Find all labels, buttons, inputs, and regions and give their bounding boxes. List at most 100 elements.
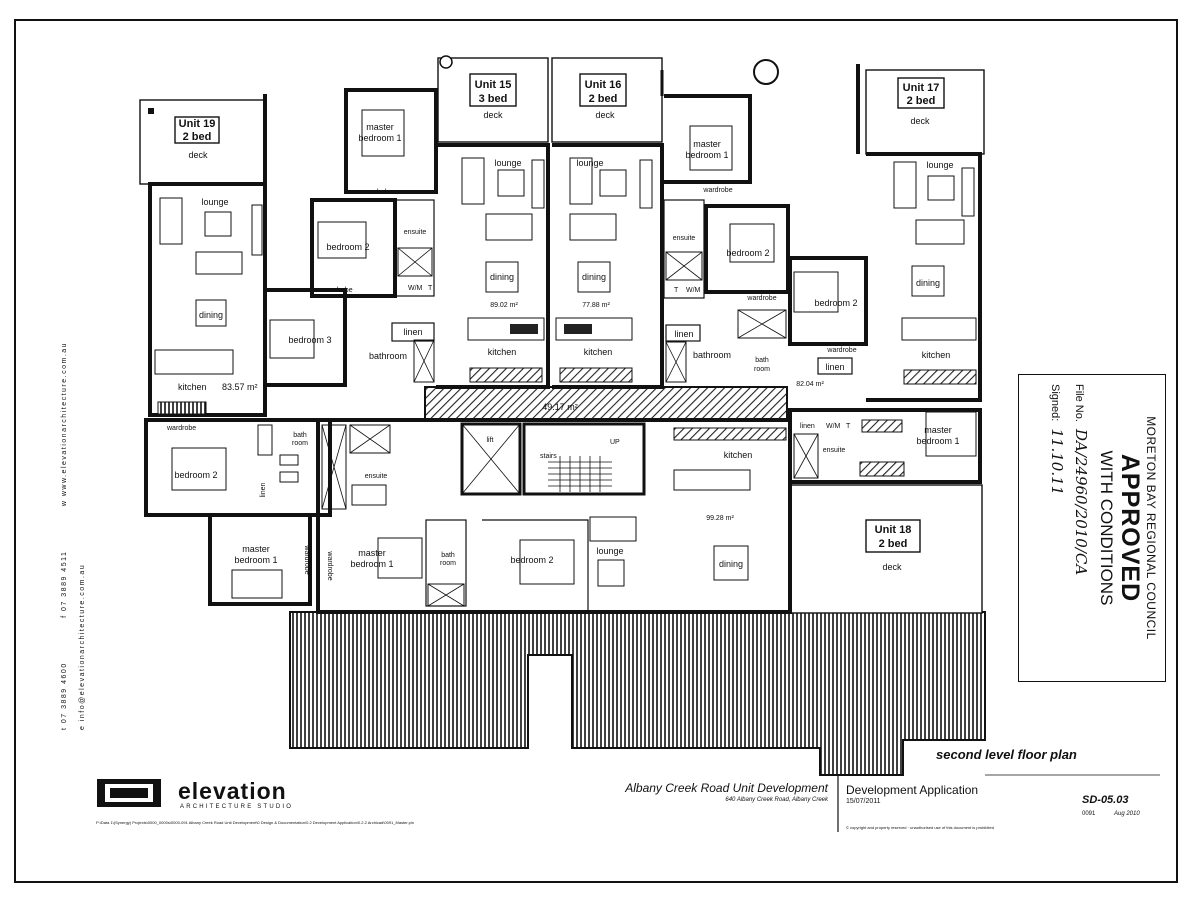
unit-18-bathroom-1: bath xyxy=(441,552,455,559)
unit-17-dining: dining xyxy=(916,278,940,288)
unit-15-lounge: lounge xyxy=(494,158,521,168)
lobby: 49.17 m² lift stairs UP xyxy=(460,402,646,496)
stairs-label: stairs xyxy=(540,453,557,460)
unit-17-name: Unit 17 xyxy=(903,82,940,94)
unit-18-name: Unit 18 xyxy=(875,524,912,536)
unit-15-bedrooms: master bedroom 1 wardrobe bedroom 2 ward… xyxy=(263,88,438,387)
roof-below-hatch xyxy=(289,611,986,776)
stamp-with-conditions: WITH CONDITIONS xyxy=(1097,450,1116,606)
unit-18-wardrobe: wardrobe xyxy=(326,550,333,580)
unit-16-wm: W/M xyxy=(686,287,701,294)
unit-15-bedroom-2: bedroom 2 xyxy=(326,242,369,252)
unit-17-t: T xyxy=(846,423,851,430)
unit-18-dining: dining xyxy=(719,559,743,569)
lift-label: lift xyxy=(487,437,494,444)
unit-19-label-box xyxy=(174,116,220,144)
unit-16-bathroom: bathroom xyxy=(693,350,731,360)
unit-19-master-1: master xyxy=(242,544,270,554)
stamp-file-label: File No. xyxy=(1073,384,1085,422)
unit-17-area: 82.04 m² xyxy=(796,381,824,388)
unit-19-wardrobe-2: wardrobe xyxy=(303,544,310,574)
unit-15-bathroom: bathroom xyxy=(369,351,407,361)
unit-16-master-2: bedroom 1 xyxy=(685,150,728,160)
unit-17-ensuite: ensuite xyxy=(823,447,846,454)
unit-15-master-1: master xyxy=(366,122,394,132)
stamp-council: MORETON BAY REGIONAL COUNCIL xyxy=(1144,416,1158,640)
unit-16-beds: 2 bed xyxy=(589,93,618,105)
unit-15-bedroom-3: bedroom 3 xyxy=(288,335,331,345)
unit-17-beds: 2 bed xyxy=(907,95,936,107)
stamp-file-value: DA/24960/2010/CA xyxy=(1072,428,1090,576)
unit-16-dining: dining xyxy=(582,272,606,282)
unit-15-kitchen: kitchen xyxy=(488,347,517,357)
unit-18: Unit 18 2 bed deck kitchen 99.28 m² dini… xyxy=(316,418,983,614)
unit-19-dining: dining xyxy=(199,310,223,320)
unit-19-bedroom-2: bedroom 2 xyxy=(174,470,217,480)
unit-18-ensuite: ensuite xyxy=(365,473,388,480)
file-path: P:\Data 1\(Synergy) Projects\0000_0000s\… xyxy=(96,820,414,825)
copyright-note: © copyright and property reserved · unau… xyxy=(846,825,994,830)
unit-17-master-2: bedroom 1 xyxy=(916,436,959,446)
brand-name: elevation xyxy=(178,778,287,804)
unit-18-kitchen: kitchen xyxy=(724,450,753,460)
unit-15-dining: dining xyxy=(490,272,514,282)
unit-18-area: 99.28 m² xyxy=(706,515,734,522)
unit-19-master-2: bedroom 1 xyxy=(234,555,277,565)
unit-16-t: T xyxy=(674,287,679,294)
unit-19-deck-label: deck xyxy=(188,150,208,160)
unit-15-area: 89.02 m² xyxy=(490,302,518,309)
unit-18-lounge: lounge xyxy=(596,546,623,556)
side-email: e info@elevationarchitecture.com.au xyxy=(79,563,86,730)
corridor-hatch xyxy=(424,386,788,422)
unit-16-wardrobe-2: wardrobe xyxy=(746,295,776,302)
unit-17-wardrobe: wardrobe xyxy=(826,347,856,354)
stamp-signed-label: Signed: xyxy=(1049,384,1061,422)
sheet-number: SD-05.03 xyxy=(1082,794,1129,806)
unit-15-deck-label: deck xyxy=(483,110,503,120)
lift-shaft xyxy=(460,422,522,496)
stamp-signed-value: 11.10.11 xyxy=(1048,428,1066,496)
unit-19-kitchen: kitchen xyxy=(178,382,207,392)
side-web: w www.elevationarchitecture.com.au xyxy=(61,341,68,507)
unit-15-name: Unit 15 xyxy=(475,79,512,91)
unit-19-lounge: lounge xyxy=(201,197,228,207)
unit-18-bedroom-2: bedroom 2 xyxy=(510,555,553,565)
unit-16-lounge: lounge xyxy=(576,158,603,168)
application-title: Development Application xyxy=(846,783,979,797)
unit-15: Unit 15 3 bed deck lounge dining 89.02 m… xyxy=(436,57,550,389)
unit-19-linen: linen xyxy=(260,483,267,498)
unit-19-area: 83.57 m² xyxy=(222,382,258,392)
unit-18-beds: 2 bed xyxy=(879,538,908,550)
unit-16-ensuite: ensuite xyxy=(673,235,696,242)
unit-17-master-1: master xyxy=(924,425,952,435)
unit-15-master-2: bedroom 1 xyxy=(358,133,401,143)
unit-16-area: 77.88 m² xyxy=(582,302,610,309)
unit-16: Unit 16 2 bed deck lounge dining 77.88 m… xyxy=(551,57,790,389)
corridor-area: 49.17 m² xyxy=(542,402,578,412)
stamp-approved: APPROVED xyxy=(1116,453,1144,603)
unit-16-bedroom-2: bedroom 2 xyxy=(726,248,769,258)
unit-16-name: Unit 16 xyxy=(585,79,622,91)
project-title: Albany Creek Road Unit Development xyxy=(625,781,828,795)
unit-16-wardrobe: wardrobe xyxy=(702,187,732,194)
unit-15-t: T xyxy=(428,285,433,292)
side-fax: f 07 3889 4511 xyxy=(61,550,68,618)
stairwell xyxy=(522,422,646,496)
unit-16-linen: linen xyxy=(674,329,693,339)
unit-17-deck-label: deck xyxy=(910,116,930,126)
elevation-logo: elevation ARCHITECTURE STUDIO xyxy=(96,776,346,816)
unit-15-wardrobe: wardrobe xyxy=(362,189,392,196)
unit-16-bathroom-b2: room xyxy=(754,366,770,373)
unit-15-wm: W/M xyxy=(408,285,423,292)
unit-16-kitchen: kitchen xyxy=(584,347,613,357)
unit-19-name: Unit 19 xyxy=(179,118,216,130)
unit-19-beds: 2 bed xyxy=(183,131,212,143)
stairs-up-label: UP xyxy=(610,439,620,446)
unit-19-wardrobe: wardrobe xyxy=(166,425,196,432)
elevation-logo-mark xyxy=(97,779,161,807)
unit-17-linen: linen xyxy=(825,362,844,372)
unit-15-beds: 3 bed xyxy=(479,93,508,105)
level-title: second level floor plan xyxy=(936,747,1077,762)
unit-16-deck-label: deck xyxy=(595,110,615,120)
